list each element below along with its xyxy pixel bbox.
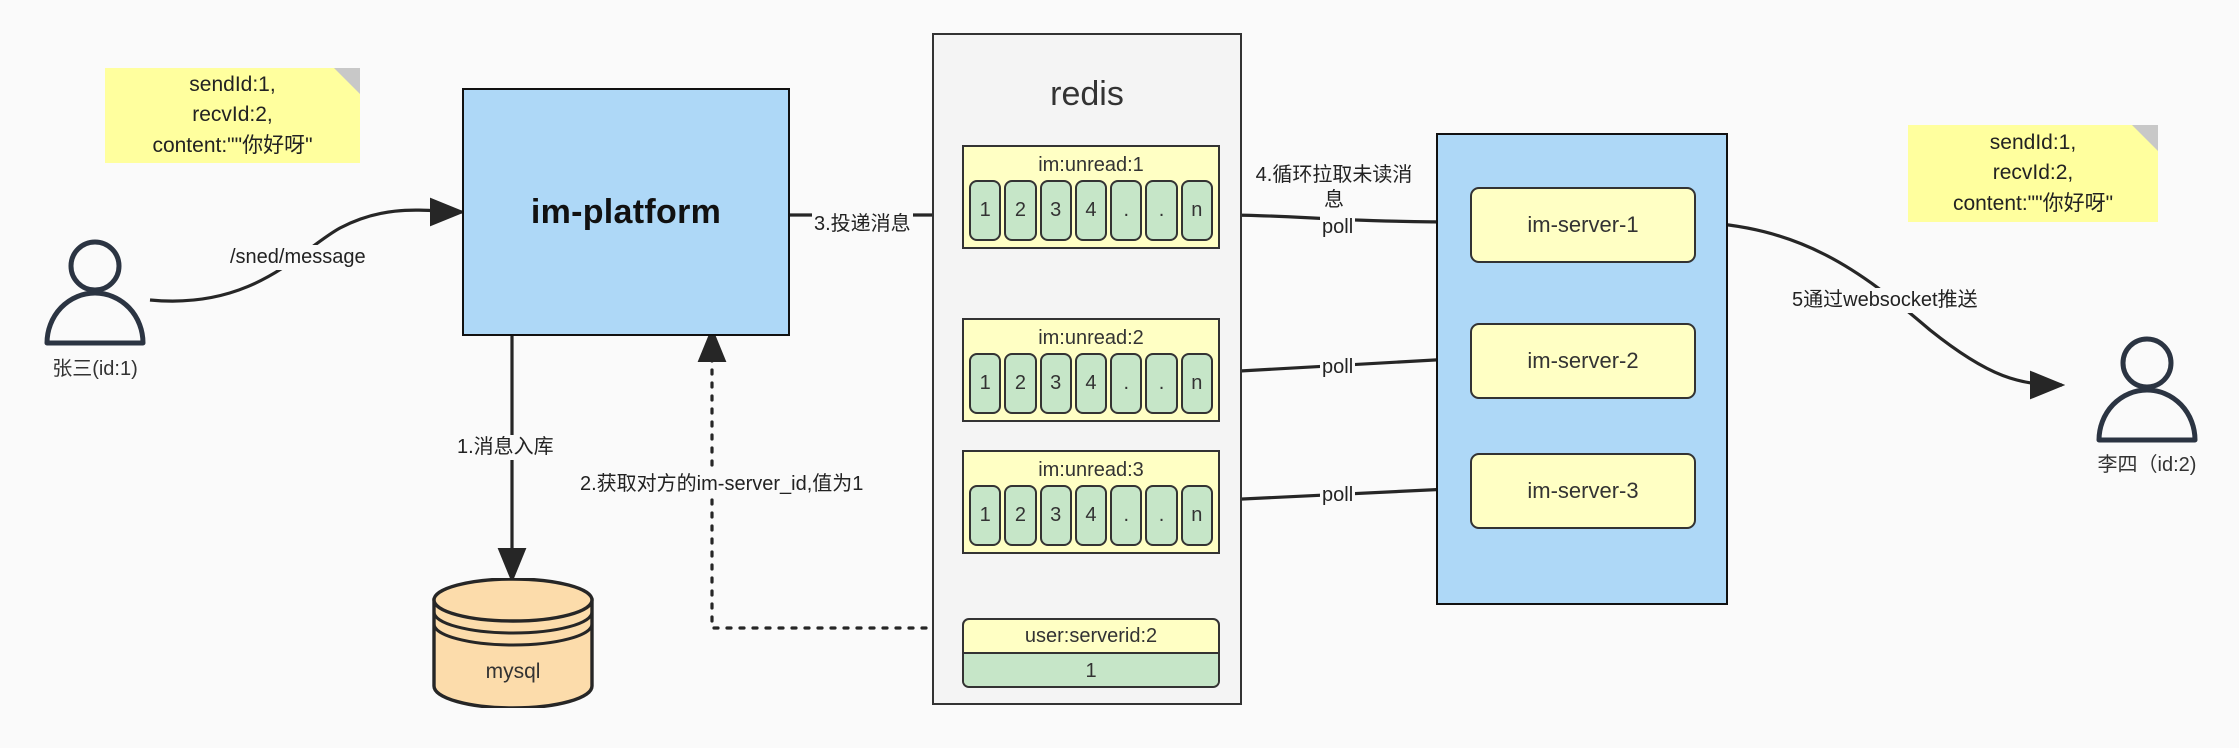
edge-server1-to-receiver bbox=[1689, 220, 2066, 400]
redis-container: redis im:unread:1 1 2 3 4 . . n im:unrea… bbox=[932, 33, 1242, 705]
redis-cell: 3 bbox=[1039, 353, 1072, 414]
redis-cell: 4 bbox=[1074, 353, 1108, 414]
redis-cell: 4 bbox=[1074, 485, 1108, 546]
user-icon bbox=[2096, 336, 2198, 443]
edge-label-send-message: /sned/message bbox=[228, 245, 368, 270]
im-server-1-label: im-server-1 bbox=[1527, 212, 1639, 237]
user-icon bbox=[44, 239, 146, 346]
im-platform-box[interactable]: im-platform bbox=[462, 88, 790, 336]
redis-cell: . bbox=[1145, 485, 1178, 546]
redis-cell: n bbox=[1180, 180, 1213, 241]
im-server-3-box[interactable]: im-server-3 bbox=[1470, 453, 1696, 529]
edge-label-step5: 5通过websocket推送 bbox=[1790, 288, 1980, 313]
note-fold-icon bbox=[2132, 125, 2158, 151]
im-platform-label: im-platform bbox=[530, 192, 722, 231]
im-server-cluster: im-server-1 im-server-2 im-server-3 bbox=[1436, 133, 1728, 605]
im-server-2-box[interactable]: im-server-2 bbox=[1470, 323, 1696, 399]
note-right: sendId:1, recvId:2, content:""你好呀" bbox=[1908, 125, 2158, 222]
redis-cell: . bbox=[1145, 180, 1178, 241]
edge-label-poll-2: poll bbox=[1320, 355, 1356, 380]
edge-label-step2: 2.获取对方的im-server_id,值为1 bbox=[578, 472, 866, 497]
redis-cell: 2 bbox=[1004, 485, 1037, 546]
redis-cell: 1 bbox=[969, 485, 1002, 546]
note-fold-icon bbox=[334, 68, 360, 94]
mysql-label: mysql bbox=[485, 660, 541, 683]
redis-cell: n bbox=[1180, 485, 1213, 546]
redis-kv-value: 1 bbox=[964, 652, 1218, 686]
redis-list-im-unread-2[interactable]: im:unread:2 1 2 3 4 . . n bbox=[962, 318, 1220, 422]
im-server-1-box[interactable]: im-server-1 bbox=[1470, 187, 1696, 263]
database-cylinder-icon bbox=[432, 577, 594, 710]
edge-label-step4: 4.循环拉取未读消息 bbox=[1252, 163, 1416, 213]
edge-label-step3: 3.投递消息 bbox=[812, 212, 913, 237]
edge-label-poll-3: poll bbox=[1320, 483, 1356, 508]
redis-cell: . bbox=[1145, 353, 1178, 414]
redis-list-key: im:unread:2 bbox=[1038, 327, 1144, 349]
redis-list-im-unread-3[interactable]: im:unread:3 1 2 3 4 . . n bbox=[962, 450, 1220, 554]
edge-label-step1: 1.消息入库 bbox=[455, 435, 556, 460]
redis-cell: 2 bbox=[1004, 353, 1037, 414]
redis-cell: 3 bbox=[1039, 485, 1072, 546]
redis-cell: . bbox=[1110, 180, 1143, 241]
actor-receiver bbox=[2082, 335, 2212, 445]
redis-kv-user-serverid[interactable]: user:serverid:2 1 bbox=[962, 618, 1220, 688]
note-left: sendId:1, recvId:2, content:""你好呀" bbox=[105, 68, 360, 163]
redis-cell: n bbox=[1180, 353, 1213, 414]
mysql-database[interactable]: mysql bbox=[428, 577, 598, 710]
redis-cell: 3 bbox=[1039, 180, 1072, 241]
note-left-text: sendId:1, recvId:2, content:""你好呀" bbox=[152, 72, 313, 157]
redis-cell: 2 bbox=[1004, 180, 1037, 241]
actor-sender-label: 张三(id:1) bbox=[52, 358, 138, 380]
redis-cell: . bbox=[1110, 353, 1143, 414]
redis-list-im-unread-1[interactable]: im:unread:1 1 2 3 4 . . n bbox=[962, 145, 1220, 249]
actor-sender bbox=[30, 238, 160, 348]
note-right-text: sendId:1, recvId:2, content:""你好呀" bbox=[1952, 130, 2114, 215]
redis-list-key: im:unread:3 bbox=[1038, 459, 1144, 481]
redis-kv-key: user:serverid:2 bbox=[1024, 625, 1158, 647]
redis-cell: 1 bbox=[969, 353, 1002, 414]
actor-receiver-label: 李四（id:2) bbox=[2097, 454, 2197, 476]
redis-cell: . bbox=[1110, 485, 1143, 546]
im-server-3-label: im-server-3 bbox=[1527, 478, 1639, 503]
redis-cell: 4 bbox=[1074, 180, 1108, 241]
edge-sender-to-platform bbox=[149, 197, 466, 303]
redis-list-key: im:unread:1 bbox=[1038, 154, 1144, 176]
redis-cell: 1 bbox=[969, 180, 1002, 241]
im-server-2-label: im-server-2 bbox=[1527, 348, 1639, 373]
edge-label-poll-1: poll bbox=[1320, 215, 1356, 240]
redis-title: redis bbox=[1050, 75, 1124, 113]
